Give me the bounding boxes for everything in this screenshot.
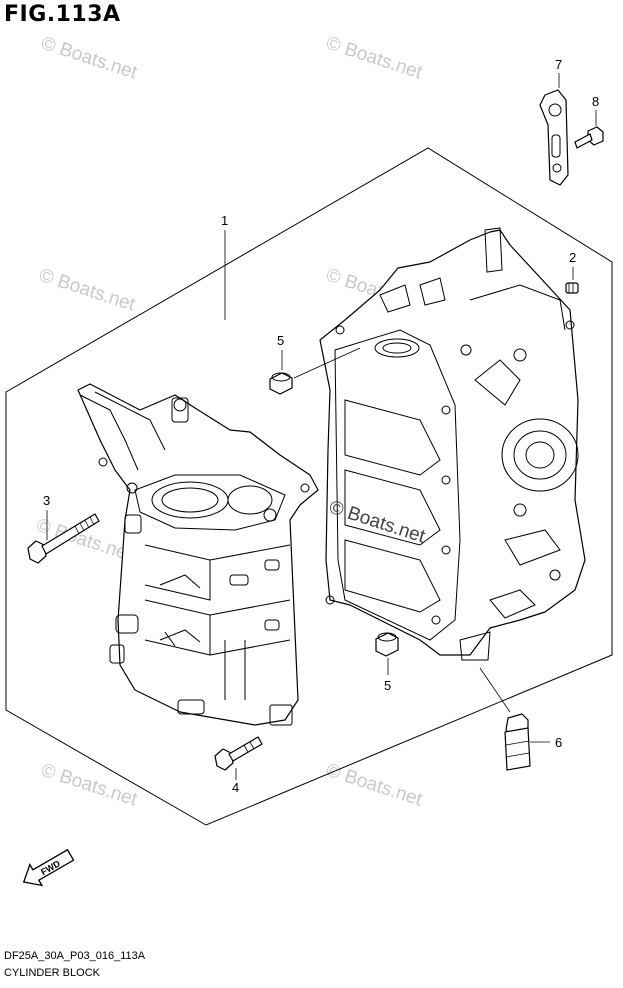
part-5-dowel-lower bbox=[375, 632, 399, 657]
cylinder-block-right bbox=[319, 227, 586, 661]
part-6-fitting bbox=[504, 713, 531, 771]
figure-code: DF25A_30A_P03_016_113A bbox=[4, 950, 146, 962]
part-4-bolt bbox=[214, 736, 263, 771]
forward-direction-arrow: FWD bbox=[22, 848, 75, 887]
figure-title: FIG.113A bbox=[4, 2, 121, 27]
callout-1: 1 bbox=[221, 213, 228, 228]
watermark: © Boats.net bbox=[323, 760, 425, 811]
part-3-bolt bbox=[27, 513, 100, 564]
watermark: © Boats.net bbox=[36, 265, 138, 316]
callout-7: 7 bbox=[555, 57, 562, 72]
watermark: © Boats.net bbox=[323, 33, 425, 84]
callout-3: 3 bbox=[43, 493, 50, 508]
part-2-plug bbox=[565, 282, 579, 294]
callout-5-lower: 5 bbox=[384, 678, 391, 693]
callout-8: 8 bbox=[592, 94, 599, 109]
cylinder-block-left bbox=[77, 383, 319, 726]
watermark: © Boats.net bbox=[38, 33, 140, 84]
callout-4: 4 bbox=[232, 780, 239, 795]
callout-2: 2 bbox=[569, 250, 576, 265]
part-7-bracket bbox=[539, 89, 569, 186]
part-5-dowel-upper bbox=[269, 372, 293, 395]
leader-5-upper-target bbox=[293, 347, 361, 379]
callout-6: 6 bbox=[555, 735, 562, 750]
part-8-bolt bbox=[574, 126, 604, 149]
callout-5: 5 bbox=[277, 333, 284, 348]
leader-6-target bbox=[479, 667, 511, 713]
assembly-frame bbox=[5, 147, 613, 826]
figure-name: CYLINDER BLOCK bbox=[4, 967, 100, 979]
watermark: © Boats.net bbox=[38, 760, 140, 811]
